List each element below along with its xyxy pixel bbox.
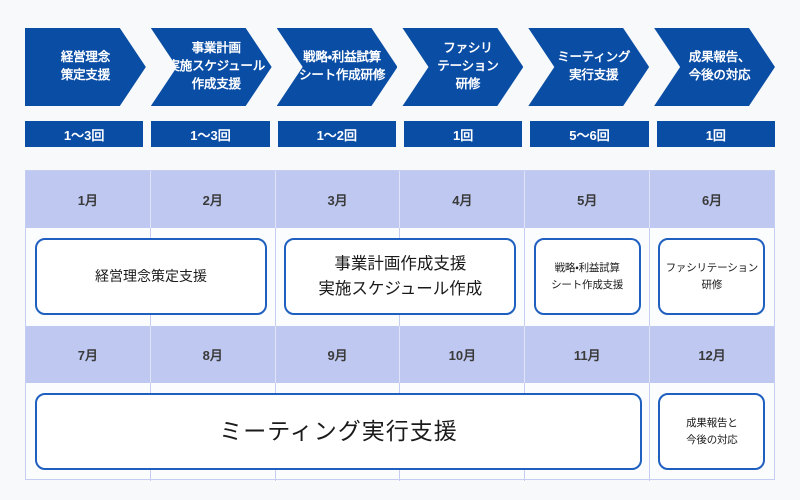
month-cell: 11月 [525, 326, 651, 383]
task-layer: ミーティング実行支援成果報告と 今後の対応 [26, 383, 774, 481]
session-count-badge-2: 1〜3回 [151, 121, 270, 147]
task-slot: ファシリテーション 研修 [649, 228, 774, 326]
month-cell: 10月 [400, 326, 526, 383]
session-count-badge-5: 5〜6回 [530, 121, 649, 147]
task-band: ミーティング実行支援成果報告と 今後の対応 [26, 383, 774, 481]
month-cell: 1月 [26, 171, 151, 228]
task-slot [400, 228, 525, 326]
month-cell: 12月 [698, 348, 726, 363]
task-slot: 経営理念策定支援 [26, 228, 267, 326]
task-slot [400, 383, 525, 481]
month-cell: 6月 [701, 193, 723, 208]
task-slot: 成果報告と 今後の対応 [649, 383, 774, 481]
process-step-5[interactable]: ミーティング 実行支援 [528, 28, 649, 106]
task-grid-column [151, 228, 276, 326]
month-cell: 8月 [151, 326, 276, 383]
process-step-1[interactable]: 経営理念 策定支援 [25, 28, 146, 106]
process-flow: 経営理念 策定支援 事業計画 実施スケジュール 作成支援 戦略・利益試算 シート作成… [25, 28, 775, 106]
process-step-label: 成果報告、 今後の対応 [688, 50, 751, 82]
process-step-3[interactable]: 戦略・利益試算 シート作成研修 [277, 28, 398, 106]
task-grid-column [525, 228, 651, 326]
task-grid-column [400, 228, 526, 326]
task-slot [151, 228, 276, 326]
month-cell: 7月 [26, 326, 151, 383]
session-count-badge-6: 1回 [656, 121, 775, 147]
task-box[interactable]: 経営理念策定支援 [35, 238, 267, 315]
task-slot: ミーティング実行支援 [26, 383, 642, 481]
process-step-label: ミーティング 実行支援 [557, 50, 631, 82]
task-slot: 事業計画作成支援 実施スケジュール作成 [275, 228, 517, 326]
month-cell: 3月 [276, 171, 401, 228]
session-count-badge-1: 1〜3回 [25, 121, 144, 147]
task-box[interactable]: 戦略・利益試算 シート作成支援 [533, 238, 641, 315]
month-cell: 5月 [525, 171, 651, 228]
task-box[interactable]: 成果報告と 今後の対応 [658, 393, 766, 470]
process-step-label: ファシリ テーション 研修 [437, 41, 499, 91]
process-step-label: 戦略・利益試算 シート作成研修 [299, 50, 386, 82]
task-band: 経営理念策定支援事業計画作成支援 実施スケジュール作成戦略・利益試算 シート作成… [26, 228, 774, 326]
process-step-4[interactable]: ファシリ テーション 研修 [402, 28, 523, 106]
task-slot [525, 383, 650, 481]
task-slot [151, 383, 276, 481]
session-count-badge-3: 1〜2回 [277, 121, 396, 147]
month-cell: 4月 [400, 171, 526, 228]
task-layer: 経営理念策定支援事業計画作成支援 実施スケジュール作成戦略・利益試算 シート作成… [26, 228, 774, 326]
session-count-row: 1〜3回 1〜3回 1〜2回 1回 5〜6回 1回 [25, 121, 775, 147]
process-step-6[interactable]: 成果報告、 今後の対応 [654, 28, 775, 106]
task-box[interactable]: 事業計画作成支援 実施スケジュール作成 [284, 238, 517, 315]
month-cell: 2月 [151, 171, 276, 228]
month-cell: 9月 [276, 326, 401, 383]
process-step-label: 経営理念 策定支援 [60, 50, 111, 82]
process-step-2[interactable]: 事業計画 実施スケジュール 作成支援 [151, 28, 272, 106]
task-slot [275, 383, 400, 481]
task-slot: 戦略・利益試算 シート作成支援 [525, 228, 650, 326]
process-step-label: 事業計画 実施スケジュール 作成支援 [167, 41, 265, 91]
task-box[interactable]: ミーティング実行支援 [35, 393, 642, 470]
task-box[interactable]: ファシリテーション 研修 [658, 238, 766, 315]
task-grid-column [525, 383, 651, 481]
session-count-badge-4: 1回 [403, 121, 523, 147]
